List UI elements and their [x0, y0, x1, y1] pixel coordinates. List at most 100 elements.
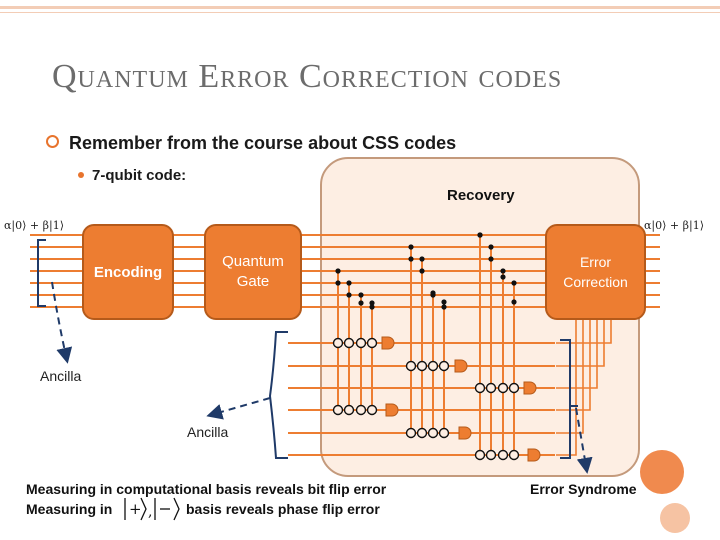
left-brace [37, 239, 46, 307]
control-dot [500, 274, 506, 280]
svg-text:+: + [129, 500, 142, 518]
xor-target-circle [416, 427, 428, 439]
arrows [51, 281, 593, 474]
control-dot [369, 304, 375, 310]
output-state-label: α|0⟩ + β|1⟩ [644, 219, 704, 232]
xor-target-circle [405, 427, 417, 439]
top-border-thin-line [0, 12, 720, 13]
syndrome-arrow [575, 407, 593, 474]
control-dot [488, 256, 494, 262]
error-correction-box: Error Correction [545, 224, 646, 320]
xor-target-circle [438, 360, 450, 372]
bullet-sub: 7-qubit code: [78, 167, 186, 184]
control-dot [358, 292, 364, 298]
control-dot [511, 280, 517, 286]
xor-target-circle [355, 337, 367, 349]
syndrome-line [556, 320, 612, 344]
syndrome-brace [560, 339, 578, 459]
control-dot [346, 292, 352, 298]
measurement-gate [385, 403, 399, 417]
svg-text:,: , [148, 504, 152, 520]
xor-target-circle [366, 404, 378, 416]
plus-minus-basis-kets: + , [124, 497, 180, 521]
control-dot [500, 268, 506, 274]
decorative-circle-small [660, 503, 690, 533]
control-dot [408, 244, 414, 250]
bullet-main: Remember from the course about CSS codes [46, 133, 456, 154]
ancilla-brace [268, 331, 288, 459]
decorative-circle [640, 450, 684, 494]
xor-target-circle [508, 449, 520, 461]
xor-target-circle [343, 404, 355, 416]
measurement-gate [454, 359, 468, 373]
recovery-label: Recovery [447, 187, 515, 204]
xor-target-circle [405, 360, 417, 372]
xor-target-circle [332, 337, 344, 349]
top-border-line [0, 6, 720, 9]
dot-bullet-icon [78, 172, 84, 178]
xor-target-circle [485, 449, 497, 461]
measurement-gates [381, 336, 541, 462]
encoding-label: Encoding [93, 263, 163, 281]
ancilla-left-label: Ancilla [40, 368, 82, 384]
control-dot [369, 300, 375, 306]
error-syndrome-label: Error Syndrome [530, 481, 637, 497]
xor-target-circle [366, 337, 378, 349]
measurement-gate [527, 448, 541, 462]
syndrome-line [556, 320, 605, 367]
control-dot [346, 280, 352, 286]
slide-title: Quantum Error Correction codes [52, 58, 563, 95]
ec-label-line2: Correction [563, 274, 628, 290]
ancilla-bottom-label: Ancilla [187, 424, 229, 440]
control-dot [408, 256, 414, 262]
xor-target-circle [427, 427, 439, 439]
braces [37, 239, 578, 459]
caption-phase-prefix: Measuring in [26, 501, 113, 517]
bullet-main-text: Remember from the course about CSS codes [69, 133, 457, 153]
control-dots [335, 232, 517, 310]
control-dot [430, 292, 436, 298]
control-dot [335, 280, 341, 286]
ancilla-bottom-arrow [206, 397, 271, 420]
caption-phase-suffix: basis reveals phase flip error [186, 501, 380, 517]
xor-target-circle [508, 382, 520, 394]
control-dot [441, 299, 447, 305]
xor-target-circle [474, 449, 486, 461]
control-dot [419, 256, 425, 262]
xor-target-circle [427, 360, 439, 372]
encoding-box: Encoding [82, 224, 174, 320]
xor-target-circle [497, 449, 509, 461]
xor-target-circle [438, 427, 450, 439]
xor-target-circle [497, 382, 509, 394]
syndrome-line [556, 320, 584, 434]
caption-bit-flip: Measuring in computational basis reveals… [26, 481, 387, 497]
gate-label-line2: Gate [236, 273, 270, 290]
measurement-gate [458, 426, 472, 440]
xor-target-circle [355, 404, 367, 416]
ring-bullet-icon [46, 135, 59, 148]
control-dot [477, 232, 483, 238]
xor-target-circle [416, 360, 428, 372]
control-dot [335, 268, 341, 274]
measurement-gate [381, 336, 395, 350]
ec-label-line1: Error [579, 254, 612, 270]
xor-target-circle [332, 404, 344, 416]
input-state-label: α|0⟩ + β|1⟩ [4, 219, 64, 232]
xor-target-circle [474, 382, 486, 394]
quantum-gate-box: Quantum Gate [204, 224, 302, 320]
control-dot [488, 244, 494, 250]
control-dot [358, 300, 364, 306]
xor-target-circle [485, 382, 497, 394]
control-dot [419, 268, 425, 274]
syndrome-line [556, 320, 591, 411]
bullet-sub-text: 7-qubit code: [92, 167, 187, 184]
target-circles [332, 337, 520, 461]
xor-target-circle [343, 337, 355, 349]
syndrome-line [556, 320, 577, 456]
ancilla-left-arrow [51, 281, 73, 364]
gate-label-line1: Quantum [222, 253, 284, 270]
control-dot [511, 299, 517, 305]
control-dot [441, 304, 447, 310]
measurement-gate [523, 381, 537, 395]
